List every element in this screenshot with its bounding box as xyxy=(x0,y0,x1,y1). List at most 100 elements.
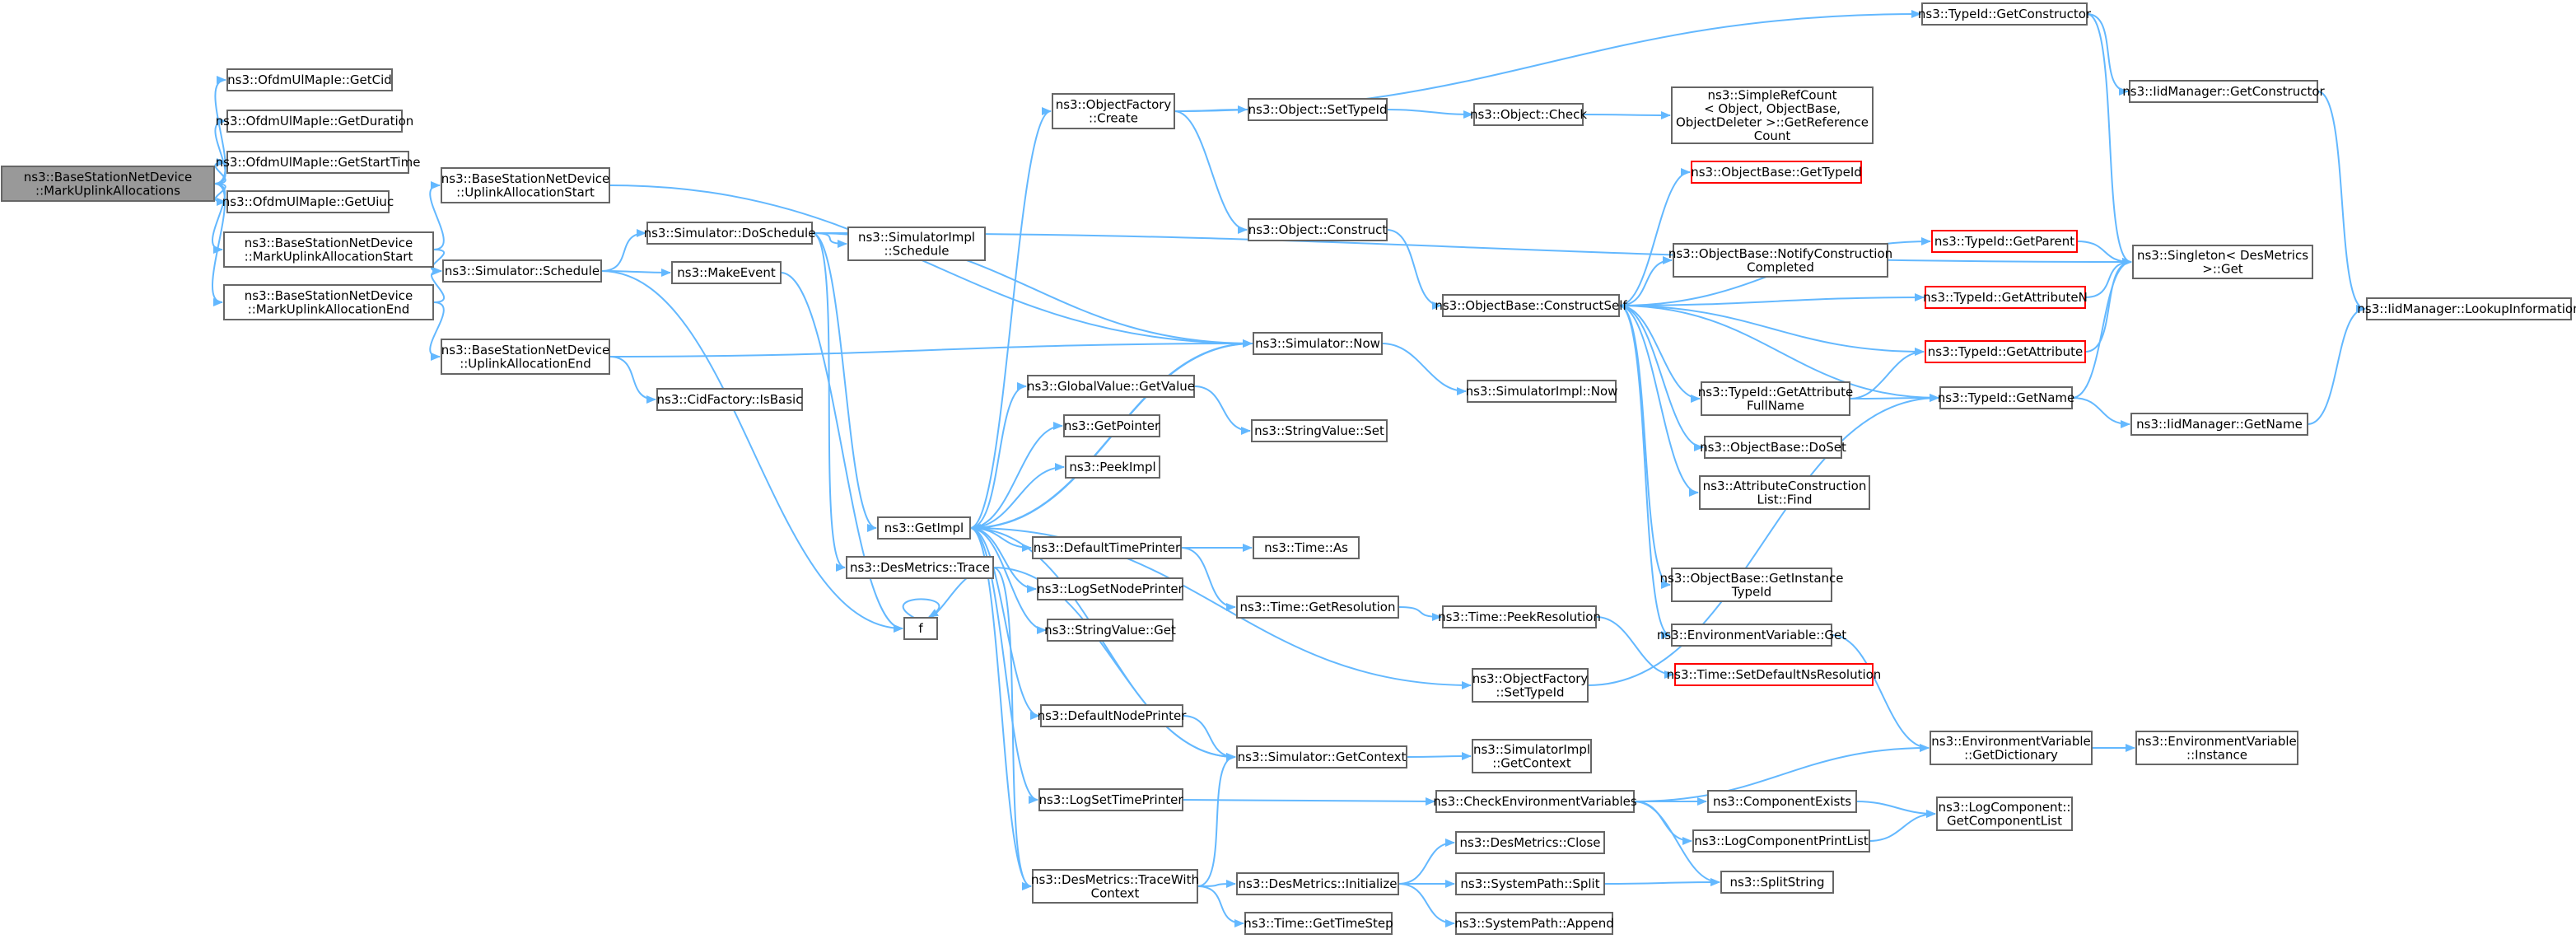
node-getpointer[interactable]: ns3::GetPointer xyxy=(1063,414,1160,437)
node-obdoset[interactable]: ns3::ObjectBase::DoSet xyxy=(1700,436,1846,459)
node-box[interactable] xyxy=(1671,568,1832,602)
node-singleton[interactable]: ns3::Singleton< DesMetrics >::Get xyxy=(2132,245,2313,279)
node-box[interactable] xyxy=(1236,596,1399,619)
node-box[interactable] xyxy=(1253,332,1383,355)
node-markend[interactable]: ns3::BaseStationNetDevice::MarkUplinkAll… xyxy=(223,284,434,320)
node-box[interactable] xyxy=(1467,380,1617,403)
node-objcheck[interactable]: ns3::Object::Check xyxy=(1470,103,1587,126)
node-box[interactable] xyxy=(1704,436,1842,459)
node-box[interactable] xyxy=(1699,475,1870,510)
node-box[interactable] xyxy=(656,388,803,411)
node-box[interactable] xyxy=(1931,230,2078,253)
node-box[interactable] xyxy=(2129,80,2318,103)
node-box[interactable] xyxy=(846,556,994,579)
node-ulend[interactable]: ns3::BaseStationNetDevice::UplinkAllocat… xyxy=(441,339,610,375)
node-gvget[interactable]: ns3::GlobalValue::GetValue xyxy=(1027,375,1195,398)
node-svget[interactable]: ns3::StringValue::Get xyxy=(1044,619,1176,642)
node-box[interactable] xyxy=(1472,668,1589,703)
node-tidgetattr[interactable]: ns3::TypeId::GetAttribute xyxy=(1925,340,2086,363)
node-box[interactable] xyxy=(226,151,409,174)
node-setdefres[interactable]: ns3::Time::SetDefaultNsResolution xyxy=(1667,663,1882,686)
node-box[interactable] xyxy=(1455,872,1605,895)
node-box[interactable] xyxy=(1701,381,1850,416)
node-box[interactable] xyxy=(1244,912,1393,935)
node-setypeid[interactable]: ns3::Object::SetTypeId xyxy=(1248,98,1388,121)
node-box[interactable] xyxy=(1065,455,1160,479)
node-now[interactable]: ns3::Simulator::Now xyxy=(1253,332,1383,355)
node-box[interactable] xyxy=(1720,871,1834,894)
node-f[interactable]: f xyxy=(903,617,938,640)
node-box[interactable] xyxy=(847,227,986,261)
node-splitstr[interactable]: ns3::SplitString xyxy=(1720,871,1834,894)
node-lsnp[interactable]: ns3::LogSetNodePrinter xyxy=(1037,577,1184,600)
node-peekimpl[interactable]: ns3::PeekImpl xyxy=(1065,455,1160,479)
node-compexists[interactable]: ns3::ComponentExists xyxy=(1707,790,1857,813)
node-box[interactable] xyxy=(1248,218,1388,241)
node-envinst[interactable]: ns3::EnvironmentVariable::Instance xyxy=(2135,731,2298,765)
node-box[interactable] xyxy=(2132,245,2313,279)
node-getcid[interactable]: ns3::OfdmUlMapIe::GetCid xyxy=(226,68,393,91)
node-box[interactable] xyxy=(1236,745,1407,768)
node-ofsettid[interactable]: ns3::ObjectFactory::SetTypeId xyxy=(1472,668,1589,703)
node-box[interactable] xyxy=(1,166,215,202)
node-svset[interactable]: ns3::StringValue::Set xyxy=(1251,419,1388,442)
node-simimplnow[interactable]: ns3::SimulatorImpl::Now xyxy=(1466,380,1618,403)
node-box[interactable] xyxy=(2366,297,2572,320)
node-box[interactable] xyxy=(226,68,393,91)
node-box[interactable] xyxy=(903,617,938,640)
node-box[interactable] xyxy=(1455,912,1613,935)
node-iidgetname[interactable]: ns3::IidManager::GetName xyxy=(2130,413,2308,436)
node-box[interactable] xyxy=(1236,872,1399,895)
node-envget[interactable]: ns3::EnvironmentVariable::Get xyxy=(1657,624,1846,647)
node-dminit[interactable]: ns3::DesMetrics::Initialize xyxy=(1236,872,1399,895)
node-box[interactable] xyxy=(1707,790,1857,813)
node-box[interactable] xyxy=(1673,243,1888,278)
node-box[interactable] xyxy=(1037,577,1183,600)
node-ulstart[interactable]: ns3::BaseStationNetDevice::UplinkAllocat… xyxy=(441,167,610,203)
node-trace[interactable]: ns3::DesMetrics::Trace xyxy=(846,556,994,579)
node-box[interactable] xyxy=(2135,731,2298,765)
node-box[interactable] xyxy=(1671,624,1832,647)
node-implsched[interactable]: ns3::SimulatorImpl::Schedule xyxy=(847,227,986,261)
node-box[interactable] xyxy=(442,259,602,283)
node-markstart[interactable]: ns3::BaseStationNetDevice::MarkUplinkAll… xyxy=(223,231,434,268)
node-root[interactable]: ns3::BaseStationNetDevice::MarkUplinkAll… xyxy=(1,166,215,202)
node-box[interactable] xyxy=(1925,286,2086,309)
node-box[interactable] xyxy=(441,167,610,203)
node-box[interactable] xyxy=(1063,414,1160,437)
node-box[interactable] xyxy=(1442,294,1620,317)
node-checkenv[interactable]: ns3::CheckEnvironmentVariables xyxy=(1433,790,1637,813)
node-box[interactable] xyxy=(1930,731,2093,765)
node-obnotify[interactable]: ns3::ObjectBase::NotifyConstructionCompl… xyxy=(1668,243,1892,278)
node-box[interactable] xyxy=(1455,831,1605,854)
node-box[interactable] xyxy=(1038,788,1183,811)
node-obconstructself[interactable]: ns3::ObjectBase::ConstructSelf xyxy=(1435,294,1627,317)
node-box[interactable] xyxy=(1674,663,1874,686)
node-box[interactable] xyxy=(1032,869,1198,904)
node-tidgetctor[interactable]: ns3::TypeId::GetConstructor xyxy=(1918,2,2092,26)
node-box[interactable] xyxy=(1442,605,1597,628)
node-timeas[interactable]: ns3::Time::As xyxy=(1253,536,1360,559)
node-box[interactable] xyxy=(1473,103,1584,126)
node-box[interactable] xyxy=(1692,829,1870,853)
node-dtp[interactable]: ns3::DefaultTimePrinter xyxy=(1032,536,1182,559)
node-box[interactable] xyxy=(1248,98,1388,121)
node-tidgetattrn[interactable]: ns3::TypeId::GetAttributeN xyxy=(1923,286,2088,309)
node-getctx[interactable]: ns3::Simulator::GetContext xyxy=(1236,745,1407,768)
node-box[interactable] xyxy=(1939,386,2073,409)
node-box[interactable] xyxy=(1027,375,1195,398)
node-isbasic[interactable]: ns3::CidFactory::IsBasic xyxy=(656,388,803,411)
node-dnp[interactable]: ns3::DefaultNodePrinter xyxy=(1038,704,1188,727)
node-obgettid[interactable]: ns3::ObjectBase::GetTypeId xyxy=(1691,161,1862,184)
node-implctx[interactable]: ns3::SimulatorImpl::GetContext xyxy=(1472,739,1592,773)
node-box[interactable] xyxy=(1047,619,1174,642)
node-tidgetparent[interactable]: ns3::TypeId::GetParent xyxy=(1931,230,2078,253)
node-box[interactable] xyxy=(1052,93,1175,129)
node-box[interactable] xyxy=(441,339,610,375)
node-box[interactable] xyxy=(671,261,782,284)
node-dmclose[interactable]: ns3::DesMetrics::Close xyxy=(1455,831,1605,854)
node-box[interactable] xyxy=(1671,86,1874,144)
